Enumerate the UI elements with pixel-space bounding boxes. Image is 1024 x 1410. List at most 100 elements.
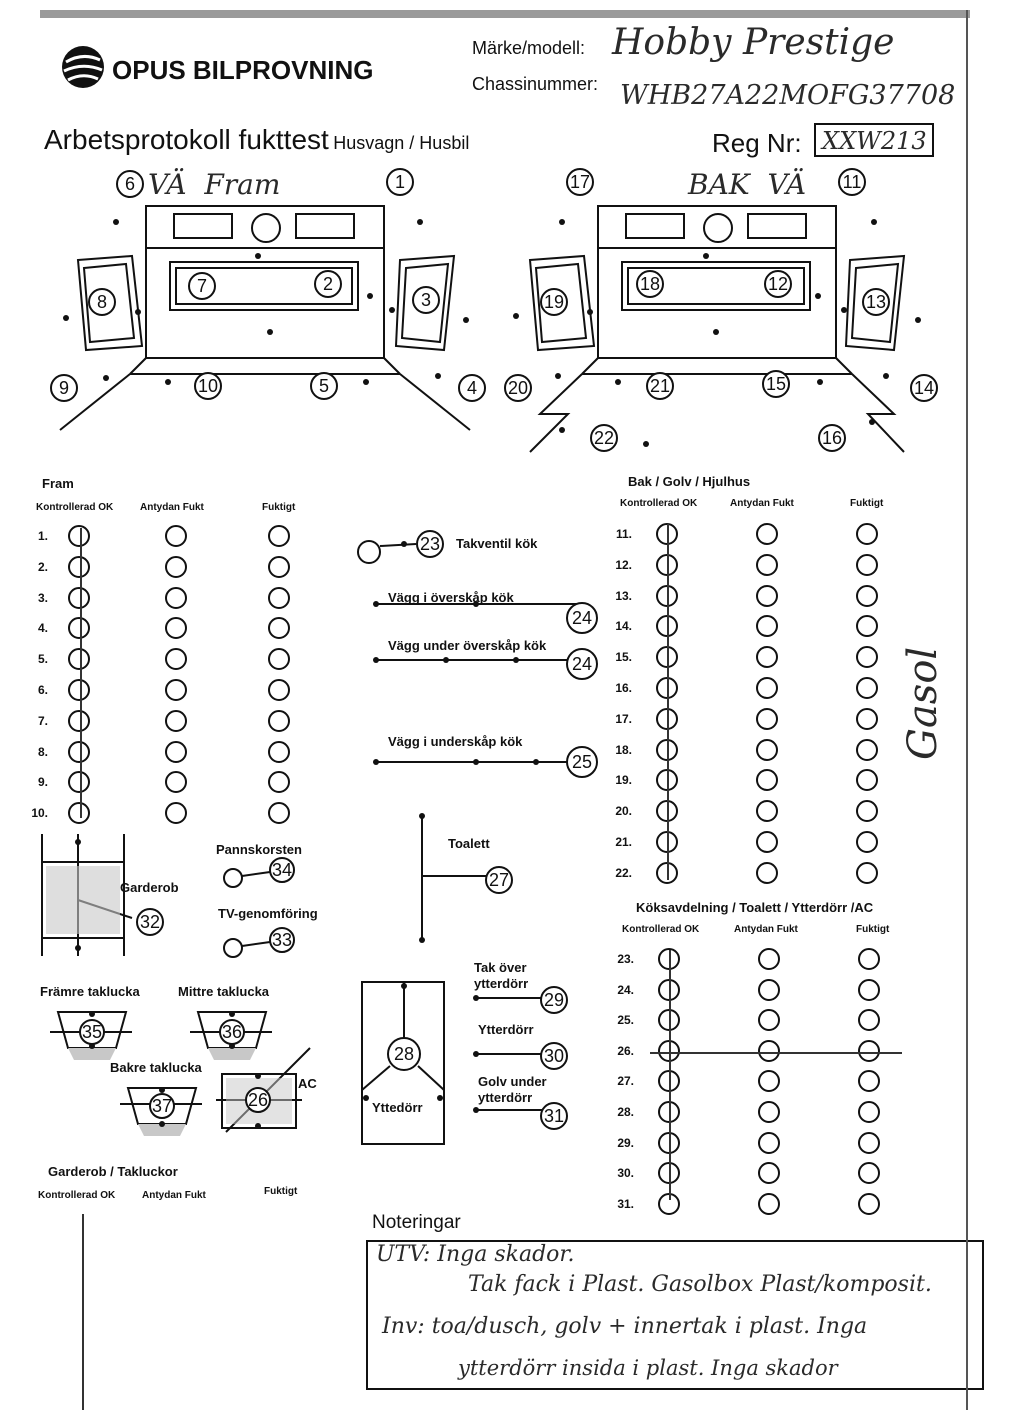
checkbox-wet[interactable] [856,707,878,730]
gard-col-ok: Kontrollerad OK [38,1190,116,1201]
row-label: 2. [37,559,48,574]
checkbox-hint[interactable] [165,555,187,578]
front-diagram: 6 1 7 2 8 3 9 10 5 4 [50,168,486,431]
checkbox-hint[interactable] [758,1070,780,1093]
checkbox-wet[interactable] [268,586,290,609]
row26-strike [650,1052,902,1054]
checkbox-hint[interactable] [756,861,778,884]
checkbox-hint[interactable] [165,525,187,547]
checkbox-hint[interactable] [756,769,778,792]
checkbox-hint[interactable] [756,615,778,638]
bak-title: Bak / Golv / Hjulhus [628,474,751,489]
checkbox-wet[interactable] [858,1131,880,1154]
checkbox-wet[interactable] [856,523,878,545]
svg-text:24: 24 [572,654,592,674]
checkbox-ok[interactable] [68,586,90,609]
checkbox-hint[interactable] [758,1192,780,1215]
checkbox-wet[interactable] [856,769,878,792]
checkbox-wet[interactable] [858,1009,880,1032]
checkbox-hint[interactable] [758,1039,780,1062]
checkbox-wet[interactable] [268,648,290,671]
svg-text:19: 19 [544,292,564,312]
checkbox-wet[interactable] [268,709,290,732]
svg-text:13: 13 [866,292,886,312]
checkbox-hint[interactable] [756,707,778,730]
checkbox-hint[interactable] [758,1162,780,1185]
row-label: 17. [615,711,632,726]
checkbox-ok[interactable] [68,679,90,701]
checkbox-wet[interactable] [856,615,878,638]
make-value: Hobby Prestige [612,22,895,63]
checkbox-hint[interactable] [165,740,187,763]
checkbox-hint[interactable] [758,1131,780,1154]
checkbox-wet[interactable] [268,679,290,701]
checkbox-wet[interactable] [268,525,290,547]
checkbox-hint[interactable] [165,648,187,671]
checkbox-wet[interactable] [858,1101,880,1123]
checkbox-wet[interactable] [268,617,290,640]
row-label: 20. [615,804,632,819]
checkbox-ok[interactable] [68,648,90,671]
svg-text:31: 31 [544,1106,564,1126]
gard-col-hint: Antydan Fukt [142,1190,206,1201]
fram-title: Fram [42,476,74,491]
checkbox-wet[interactable] [858,1070,880,1093]
checkbox-wet[interactable] [856,677,878,699]
takventil-label: Takventil kök [456,536,538,551]
vagg-under-over-label: Vägg under överskåp kök [388,638,547,653]
checkbox-wet[interactable] [856,584,878,607]
checkbox-wet[interactable] [856,553,878,576]
checkbox-hint[interactable] [165,586,187,609]
row-label: 11. [615,527,632,541]
svg-text:5: 5 [319,376,329,396]
checkbox-hint[interactable] [756,677,778,699]
svg-text:29: 29 [544,990,564,1010]
checkbox-hint[interactable] [165,679,187,701]
checkbox-ok[interactable] [68,555,90,578]
bak-col-wet: Fuktigt [850,498,884,509]
checkbox-wet[interactable] [268,802,290,825]
checkbox-wet[interactable] [856,800,878,823]
checkbox-hint[interactable] [165,709,187,732]
checkbox-wet[interactable] [858,1162,880,1185]
checkbox-ok[interactable] [68,617,90,640]
svg-text:20: 20 [508,378,528,398]
checkbox-hint[interactable] [756,800,778,823]
checkbox-hint[interactable] [756,553,778,576]
row-label: 19. [615,773,632,788]
checkbox-ok[interactable] [68,740,90,763]
checkbox-wet[interactable] [856,831,878,853]
checkbox-wet[interactable] [856,738,878,761]
row-label: 1. [37,529,48,543]
checkbox-wet[interactable] [856,646,878,669]
checkbox-wet[interactable] [856,861,878,884]
checkbox-hint[interactable] [756,584,778,607]
checkbox-wet[interactable] [858,948,880,970]
checkbox-wet[interactable] [858,1039,880,1062]
checkbox-hint[interactable] [758,1101,780,1123]
checkbox-hint[interactable] [756,523,778,545]
checkbox-wet[interactable] [858,978,880,1001]
checkbox-ok[interactable] [68,709,90,732]
checkbox-hint[interactable] [758,978,780,1001]
checkbox-hint[interactable] [756,646,778,669]
checkbox-wet[interactable] [268,555,290,578]
checkbox-ok[interactable] [68,802,90,825]
checkbox-hint[interactable] [756,831,778,853]
checkbox-ok[interactable] [68,771,90,794]
checkbox-ok[interactable] [68,525,90,547]
checkbox-wet[interactable] [268,740,290,763]
row-label: 31. [617,1196,634,1211]
checkbox-wet[interactable] [858,1192,880,1215]
checkbox-hint[interactable] [756,738,778,761]
checkbox-hint[interactable] [165,802,187,825]
golv-under-label: Golv under ytterdörr [478,1074,547,1105]
checkbox-hint[interactable] [758,1009,780,1032]
tak-over-label: Tak över ytterdörr [474,960,529,991]
checkbox-hint[interactable] [165,771,187,794]
checkbox-hint[interactable] [165,617,187,640]
row-label: 14. [615,619,632,634]
checkbox-wet[interactable] [268,771,290,794]
checkbox-hint[interactable] [758,948,780,970]
